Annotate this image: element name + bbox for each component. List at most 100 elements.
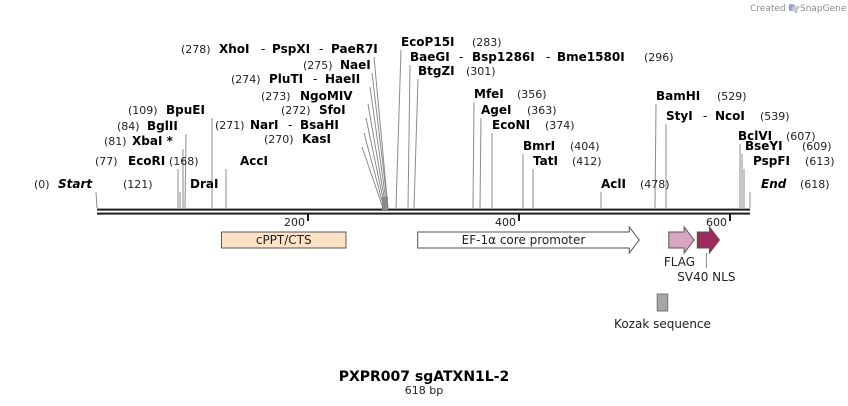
site-label-acli: AclI	[601, 177, 626, 191]
site-separator: -	[313, 72, 317, 86]
site-label-bpuei: BpuEI	[166, 103, 205, 117]
feature-ef-1-core-promoter	[417, 225, 640, 255]
site-separator: -	[703, 109, 707, 123]
site-leader-line	[373, 56, 389, 209]
snapgene-logo-icon	[788, 4, 799, 12]
site-label-bclvi: BclVI	[738, 129, 772, 143]
site-label-haeii: HaeII	[325, 72, 360, 86]
site-label-bsahi: BsaHI	[300, 118, 339, 132]
site-position-agei: (363)	[527, 104, 557, 117]
site-label-agei: AgeI	[481, 103, 511, 117]
site-position-pluti: (274)	[231, 73, 261, 86]
site-position-bseyi: (609)	[802, 140, 832, 153]
site-position-tati: (412)	[572, 155, 602, 168]
site-position-acli: (478)	[640, 178, 670, 191]
site-label-ngomiv: NgoMIV	[300, 89, 353, 103]
site-label-bglii: BglII	[147, 119, 178, 133]
site-separator: -	[319, 42, 323, 56]
snapgene-credit: Created by SnapGene	[750, 4, 847, 14]
site-position-bmri: (404)	[570, 140, 600, 153]
site-label-nari: NarI	[250, 118, 279, 132]
site-label-bmri: BmrI	[523, 139, 555, 153]
bottom-strand	[97, 212, 750, 215]
site-label-pspxi: PspXI	[272, 42, 310, 56]
site-position-xhoi: (278)	[181, 43, 211, 56]
feature-sv40-nls	[696, 225, 721, 255]
site-label-bamhi: BamHI	[656, 89, 700, 103]
site-leader-line	[472, 101, 475, 209]
site-position-bglii: (84)	[117, 120, 140, 133]
site-label-paer7i: PaeR7I	[331, 42, 378, 56]
site-label-xbai: XbaI *	[132, 134, 174, 148]
site-position-xbai: (81)	[104, 135, 127, 148]
site-label-tati: TatI	[533, 154, 558, 168]
map-length: 618 bp	[405, 384, 443, 397]
site-position-ecop15i: (283)	[472, 36, 502, 49]
site-position-ngomiv: (273)	[261, 90, 291, 103]
site-label-bseyi: BseYI	[745, 139, 783, 153]
site-label-ncoi: NcoI	[715, 109, 745, 123]
site-label-baegi: BaeGI	[410, 50, 450, 64]
site-position-start: (0)	[34, 178, 50, 191]
top-strand	[97, 208, 750, 211]
site-separator: -	[261, 42, 265, 56]
site-position-pspfi: (613)	[805, 155, 835, 168]
site-label-end: End	[761, 177, 787, 191]
site-position-nari: (271)	[215, 119, 245, 132]
credit-brand: SnapGene	[800, 4, 847, 14]
scale-ticks: 200 400 600	[284, 214, 731, 229]
map-title: PXPR007 sgATXN1L-2	[339, 369, 510, 385]
site-leader-line	[395, 49, 402, 209]
site-position-ecori: (77)	[95, 155, 118, 168]
tick-label: 600	[706, 216, 727, 229]
site-label-pluti: PluTI	[269, 72, 303, 86]
site-leader-line	[365, 117, 386, 209]
feature-ef-1-core-promoter-label: EF-1α core promoter	[462, 233, 586, 247]
site-leader-line	[654, 103, 657, 209]
feature-kozak-sequence	[656, 293, 669, 312]
site-label-start: Start	[58, 177, 93, 191]
feature-cppt-cts	[220, 231, 347, 249]
site-label-styi: StyI	[666, 109, 693, 123]
feature-flag-label: FLAG	[664, 255, 695, 269]
site-leader-line	[367, 103, 387, 209]
site-position-bclvi: (607)	[786, 130, 816, 143]
site-leader-line	[361, 146, 384, 209]
site-position-bamhi: (529)	[717, 90, 747, 103]
site-separator: -	[288, 118, 292, 132]
site-position-bpuei: (109)	[128, 104, 158, 117]
site-position-acci: (168)	[169, 155, 199, 168]
site-position-drai: (121)	[123, 178, 153, 191]
feature-kozak-sequence-label: Kozak sequence	[614, 317, 711, 331]
site-leader-line	[371, 72, 389, 209]
site-leader-line	[413, 78, 419, 209]
tick-label: 400	[495, 216, 516, 229]
site-separator: -	[546, 50, 550, 64]
site-cluster-marker	[382, 197, 388, 210]
site-label-pspfi: PspFI	[753, 154, 790, 168]
site-label-kasi: KasI	[302, 132, 331, 146]
site-label-ecori: EcoRI	[128, 154, 165, 168]
tick-label: 200	[284, 216, 305, 229]
site-leader-line	[363, 132, 385, 209]
site-label-bsp1286i: Bsp1286I	[472, 50, 535, 64]
site-label-drai: DraI	[190, 177, 218, 191]
site-position-econi: (374)	[545, 119, 575, 132]
site-position-sfoi: (272)	[281, 104, 311, 117]
site-leaders	[95, 49, 751, 209]
site-label-econi: EcoNI	[492, 118, 530, 132]
feature-flag	[668, 225, 695, 255]
site-position-mfei: (356)	[517, 88, 547, 101]
site-label-naei: NaeI	[340, 58, 371, 72]
site-leader-line	[369, 86, 388, 209]
site-position-kasi: (270)	[264, 133, 294, 146]
site-separator: -	[459, 50, 463, 64]
credit-prefix: Created by	[750, 4, 800, 14]
site-label-sfoi: SfoI	[319, 103, 346, 117]
site-label-bme1580i: Bme1580I	[557, 50, 625, 64]
site-label-xhoi: XhoI	[219, 42, 250, 56]
site-leader-line	[479, 117, 482, 209]
